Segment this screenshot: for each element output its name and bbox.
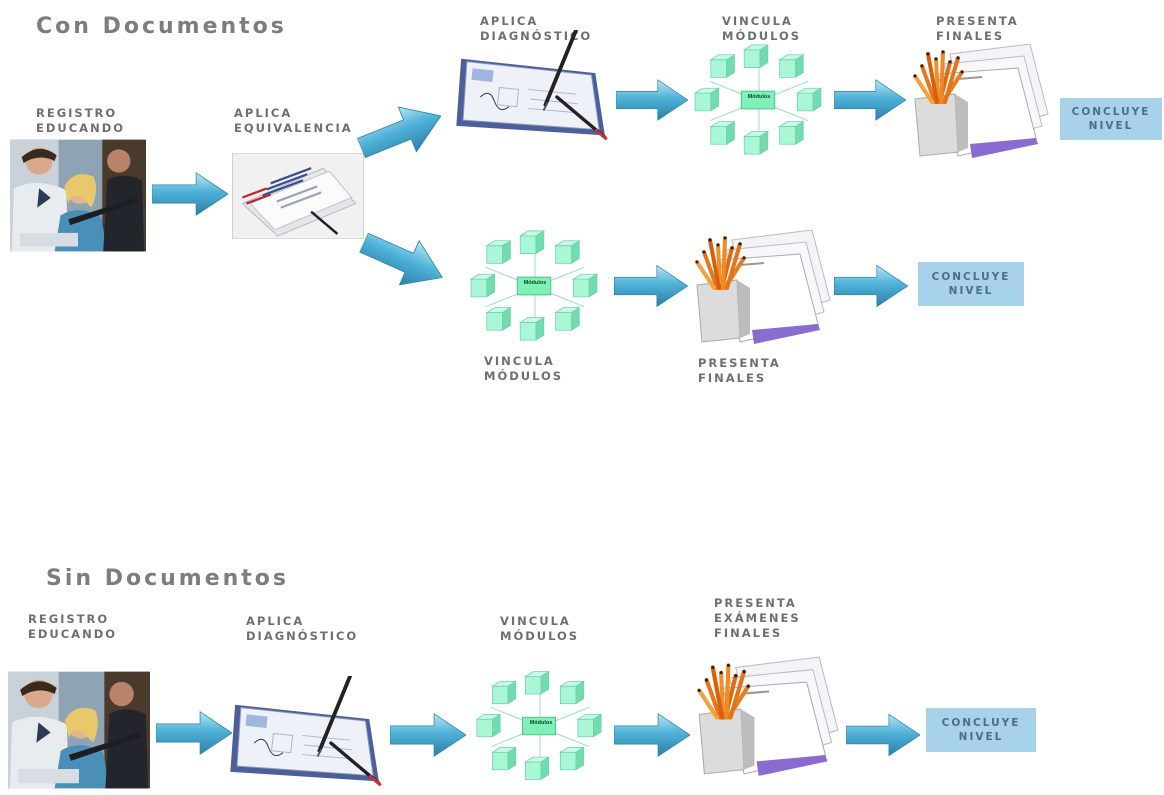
- label-line: REGISTRO: [36, 106, 118, 120]
- label-presenta-finales-top: PRESENTA FINALES: [936, 14, 1019, 44]
- label-line: PRESENTA: [714, 596, 797, 610]
- equivalencia-document-icon: [232, 153, 364, 239]
- label-vincula-modulos-sin: VINCULA MÓDULOS: [500, 614, 579, 644]
- arrow-icon: [834, 79, 906, 121]
- box-line: CONCLUYE: [941, 717, 1021, 729]
- arrow-icon: [834, 265, 908, 307]
- label-vincula-modulos-mid: VINCULA MÓDULOS: [484, 354, 563, 384]
- modulos-center-label: Módulos: [523, 280, 547, 286]
- label-line: APLICA: [246, 614, 305, 628]
- arrow-icon: [152, 172, 228, 216]
- exam-pencils-icon: [693, 230, 832, 345]
- label-aplica-equivalencia: APLICA EQUIVALENCIA: [234, 106, 353, 136]
- modulos-network-icon: Módulos: [466, 228, 604, 346]
- exam-pencils-icon: [911, 44, 1050, 159]
- section-title-sin-documentos: Sin Documentos: [46, 566, 290, 591]
- modulos-network-icon: Módulos: [472, 664, 608, 790]
- modulos-network-icon: Módulos: [690, 42, 828, 160]
- concluye-nivel-box: CONCLUYE NIVEL: [926, 708, 1036, 752]
- label-registro-educando-sin: REGISTRO EDUCANDO: [28, 612, 117, 642]
- label-line: FINALES: [714, 626, 783, 640]
- label-line: DIAGNÓSTICO: [480, 29, 593, 43]
- arrow-icon: [614, 265, 688, 307]
- label-registro-educando: REGISTRO EDUCANDO: [36, 106, 125, 136]
- label-line: EQUIVALENCIA: [234, 121, 353, 135]
- registro-photo-icon: [10, 139, 146, 252]
- label-line: EDUCANDO: [36, 121, 126, 135]
- diagnostico-tablet-icon: [454, 30, 609, 142]
- box-line: NIVEL: [948, 285, 994, 297]
- label-line: PRESENTA: [698, 356, 781, 370]
- label-line: EDUCANDO: [28, 627, 118, 641]
- label-line: FINALES: [698, 371, 767, 385]
- label-line: APLICA: [234, 106, 293, 120]
- label-line: MÓDULOS: [500, 629, 580, 643]
- label-line: VINCULA: [500, 614, 571, 628]
- label-line: FINALES: [936, 29, 1005, 43]
- modulos-center-label: Módulos: [747, 94, 771, 100]
- arrow-icon: [614, 713, 690, 757]
- arrow-up-icon: [351, 93, 451, 171]
- arrow-icon: [156, 711, 232, 755]
- arrow-icon: [390, 713, 466, 757]
- box-line: CONCLUYE: [931, 271, 1011, 283]
- label-line: PRESENTA: [936, 14, 1019, 28]
- label-line: EXÁMENES: [714, 611, 801, 625]
- concluye-nivel-box: CONCLUYE NIVEL: [918, 262, 1024, 306]
- label-aplica-diagnostico-top: APLICA DIAGNÓSTICO: [480, 14, 592, 44]
- label-line: REGISTRO: [28, 612, 110, 626]
- arrow-down-icon: [353, 220, 453, 300]
- box-line: NIVEL: [958, 731, 1004, 743]
- label-line: DIAGNÓSTICO: [246, 629, 359, 643]
- concluye-nivel-box: CONCLUYE NIVEL: [1060, 98, 1162, 140]
- exam-pencils-icon: [694, 652, 840, 782]
- label-aplica-diagnostico-sin: APLICA DIAGNÓSTICO: [246, 614, 358, 644]
- diagnostico-tablet-icon: [228, 676, 383, 788]
- label-line: VINCULA: [722, 14, 793, 28]
- label-line: APLICA: [480, 14, 539, 28]
- label-vincula-modulos-top: VINCULA MÓDULOS: [722, 14, 801, 44]
- label-line: VINCULA: [484, 354, 555, 368]
- label-presenta-finales-mid: PRESENTA FINALES: [698, 356, 781, 386]
- label-line: MÓDULOS: [484, 369, 564, 383]
- registro-photo-icon: [8, 671, 150, 789]
- box-line: CONCLUYE: [1071, 106, 1151, 118]
- label-presenta-examenes-finales: PRESENTA EXÁMENES FINALES: [714, 596, 801, 641]
- arrow-icon: [846, 713, 920, 757]
- modulos-center-label: Módulos: [529, 720, 553, 726]
- label-line: MÓDULOS: [722, 29, 802, 43]
- section-title-con-documentos: Con Documentos: [36, 14, 287, 39]
- arrow-icon: [616, 79, 688, 121]
- box-line: NIVEL: [1088, 120, 1134, 132]
